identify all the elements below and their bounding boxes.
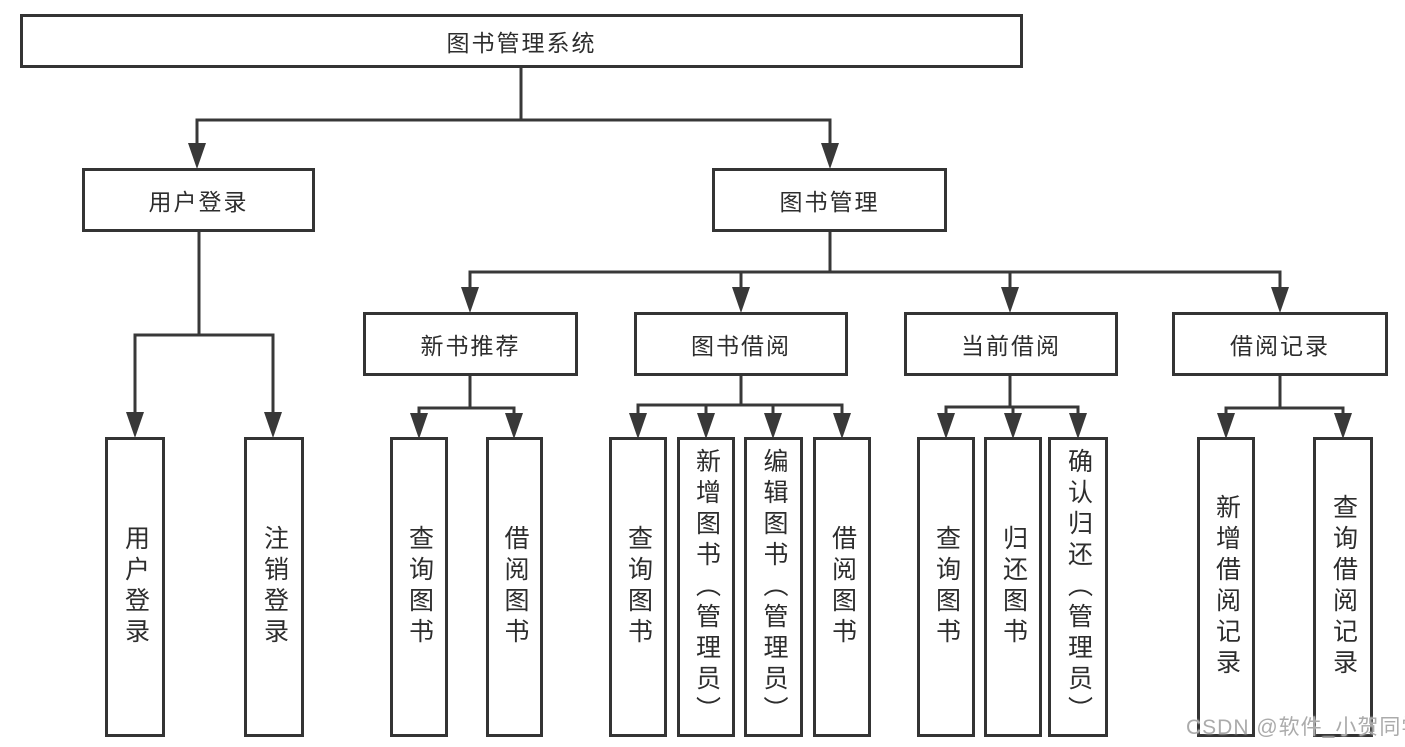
- leaf-label: 查询图书: [624, 525, 653, 649]
- leaf-return-book: 归还图书: [984, 437, 1042, 737]
- node-label: 借阅记录: [1230, 333, 1330, 359]
- arrowhead: [937, 413, 955, 439]
- leaf-label: 归还图书: [999, 525, 1028, 649]
- arrowhead: [1069, 413, 1087, 439]
- leaf-logout: 注销登录: [244, 437, 304, 737]
- arrowhead: [1217, 413, 1235, 439]
- leaf-label: 新增借阅记录: [1212, 494, 1241, 680]
- leaf-label: 借阅图书: [501, 525, 529, 649]
- arrowheads: [126, 143, 1352, 439]
- arrowhead: [1004, 413, 1022, 439]
- node-borrow-record: 借阅记录: [1172, 312, 1388, 376]
- arrowhead: [1271, 287, 1289, 313]
- node-label: 新书推荐: [420, 333, 521, 359]
- node-label: 用户登录: [148, 189, 249, 215]
- arrowhead: [1001, 287, 1019, 313]
- leaf-query-borrow-record: 查询借阅记录: [1313, 437, 1373, 737]
- node-label: 当前借阅: [961, 333, 1061, 359]
- leaf-label: 查询图书: [932, 525, 961, 649]
- arrowhead: [629, 413, 647, 439]
- leaf-add-book-admin: 新增图书（管理员）: [677, 437, 735, 737]
- node-book-management: 图书管理: [712, 168, 947, 232]
- node-label: 图书管理系统: [446, 30, 597, 56]
- leaf-borrow-book: 借阅图书: [813, 437, 871, 737]
- leaf-user-login: 用户登录: [105, 437, 165, 737]
- leaf-label: 查询图书: [405, 525, 434, 649]
- node-current-borrow: 当前借阅: [904, 312, 1118, 376]
- arrowhead: [461, 287, 479, 313]
- arrowhead: [410, 413, 428, 439]
- leaf-label: 注销登录: [260, 525, 289, 649]
- leaf-add-borrow-record: 新增借阅记录: [1197, 437, 1255, 737]
- arrowhead: [732, 287, 750, 313]
- leaf-label: 用户登录: [121, 525, 150, 649]
- node-book-borrow: 图书借阅: [634, 312, 848, 376]
- arrowhead: [188, 143, 206, 169]
- arrowhead: [697, 413, 715, 439]
- node-label: 图书管理: [779, 189, 880, 215]
- csdn-watermark: CSDN @软件_小贺同学: [1186, 716, 1405, 739]
- leaf-edit-book-admin: 编辑图书（管理员）: [744, 437, 803, 737]
- arrowhead: [764, 413, 782, 439]
- node-new-book-recommend: 新书推荐: [363, 312, 578, 376]
- arrowhead: [126, 412, 144, 438]
- arrowhead: [833, 413, 851, 439]
- leaf-label: 借阅图书: [828, 525, 857, 649]
- leaf-confirm-return-admin: 确认归还（管理员）: [1048, 437, 1108, 737]
- leaf-borrow-book-recommend: 借阅图书: [486, 437, 543, 737]
- arrowhead: [264, 412, 282, 438]
- leaf-label: 确认归还（管理员）: [1064, 447, 1093, 727]
- leaf-query-book-borrow: 查询图书: [609, 437, 667, 737]
- leaf-query-book-current: 查询图书: [917, 437, 975, 737]
- node-user-login: 用户登录: [82, 168, 315, 232]
- arrowhead: [1334, 413, 1352, 439]
- node-label: 图书借阅: [691, 333, 791, 359]
- leaf-query-book-recommend: 查询图书: [390, 437, 448, 737]
- arrowhead: [821, 143, 839, 169]
- leaf-label: 编辑图书（管理员）: [760, 447, 788, 727]
- arrowhead: [505, 413, 523, 439]
- node-library-system: 图书管理系统: [20, 14, 1023, 68]
- leaf-label: 新增图书（管理员）: [692, 447, 721, 727]
- leaf-label: 查询借阅记录: [1329, 494, 1358, 680]
